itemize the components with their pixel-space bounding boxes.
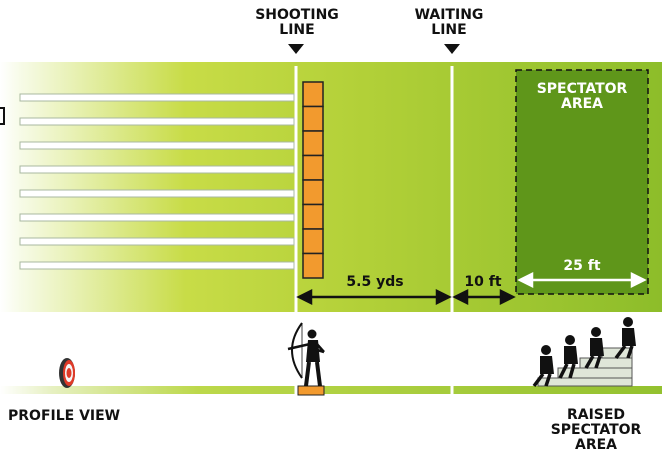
lane — [19, 261, 295, 270]
target-butts — [302, 81, 324, 279]
distance-arrow-10-ft — [452, 288, 516, 306]
waiting-line-label: WAITING LINE — [389, 8, 509, 38]
lane — [19, 165, 295, 174]
lane — [19, 237, 295, 246]
target-butt — [302, 179, 324, 206]
cropped-edge-mark — [0, 107, 5, 125]
target-butt — [302, 203, 324, 230]
spectators-icon — [532, 317, 636, 388]
spectator-area — [515, 69, 649, 295]
distance-label-10-ft: 10 ft — [464, 274, 502, 290]
raised-spectator-area-label-1: RAISED — [566, 407, 626, 423]
distance-arrow-5-5-yds — [296, 288, 452, 306]
target-butt — [302, 252, 324, 279]
lane — [19, 93, 295, 102]
lane — [19, 117, 295, 126]
waiting-line-label-1: WAITING — [414, 7, 484, 23]
raised-spectator-area-label-3: AREA — [574, 437, 617, 453]
spectator-area-label-2: AREA — [560, 96, 603, 112]
lane — [19, 141, 295, 150]
distance-label-5-5-yds: 5.5 yds — [346, 274, 404, 290]
shooting-line-label: SHOOTING LINE — [237, 8, 357, 38]
shooting-lanes — [19, 93, 295, 270]
shooting-line-marker-icon — [288, 44, 304, 54]
target-butt — [302, 130, 324, 157]
spectator-area-label-1: SPECTATOR — [536, 81, 628, 97]
target-butt — [302, 81, 324, 108]
distance-arrow-25-ft — [517, 271, 647, 289]
target-icon — [59, 358, 75, 388]
waiting-line-label-2: LINE — [431, 22, 467, 38]
archer-icon — [287, 322, 325, 396]
shooting-line-label-2: LINE — [279, 22, 315, 38]
shooting-line-label-1: SHOOTING — [255, 7, 339, 23]
profile-view-label: PROFILE VIEW — [8, 408, 121, 424]
lane — [19, 213, 295, 222]
lane — [19, 189, 295, 198]
target-butt — [302, 105, 324, 132]
raised-spectator-area-label: RAISED SPECTATOR AREA — [536, 408, 656, 453]
distance-label-25-ft: 25 ft — [563, 258, 601, 274]
ground-strip — [0, 386, 662, 394]
raised-spectator-area-label-2: SPECTATOR — [550, 422, 642, 438]
target-butt — [302, 154, 324, 181]
waiting-line-marker-icon — [444, 44, 460, 54]
spectator-area-label: SPECTATOR AREA — [518, 82, 646, 112]
target-butt — [302, 228, 324, 255]
